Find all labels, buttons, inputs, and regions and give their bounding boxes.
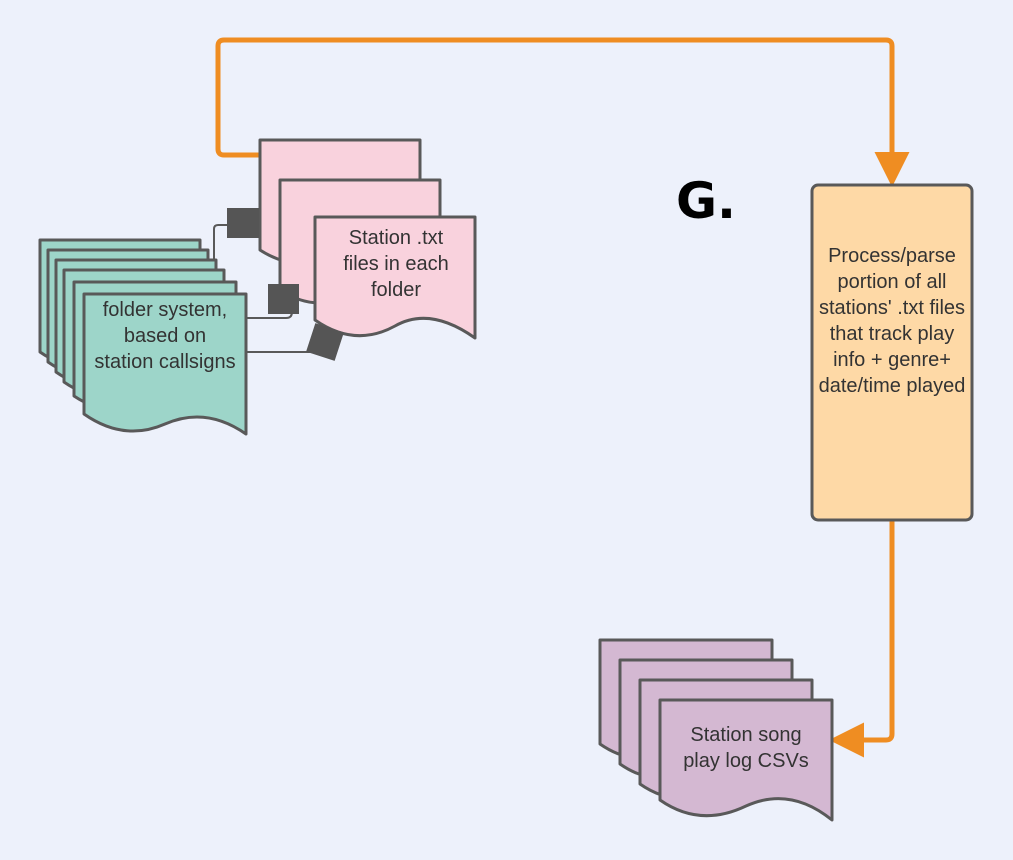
connector-process-to-csv <box>829 520 895 758</box>
csv-document-stack[interactable] <box>598 638 834 822</box>
connector-txt-to-process <box>215 37 910 187</box>
process-parse-box[interactable] <box>810 183 974 522</box>
process-parse-label: Process/parse portion of all stations' .… <box>818 245 966 397</box>
connector-handles <box>227 208 344 361</box>
folder-system-document-stack[interactable] <box>38 238 248 436</box>
station-txt-label: Station .txt files in each folder <box>343 227 449 301</box>
station-txt-document-stack[interactable] <box>258 138 477 340</box>
csv-label: Station song play log CSVs <box>683 724 809 772</box>
step-letter: G. <box>676 172 737 230</box>
folder-system-label: folder system, based on station callsign… <box>94 299 236 373</box>
